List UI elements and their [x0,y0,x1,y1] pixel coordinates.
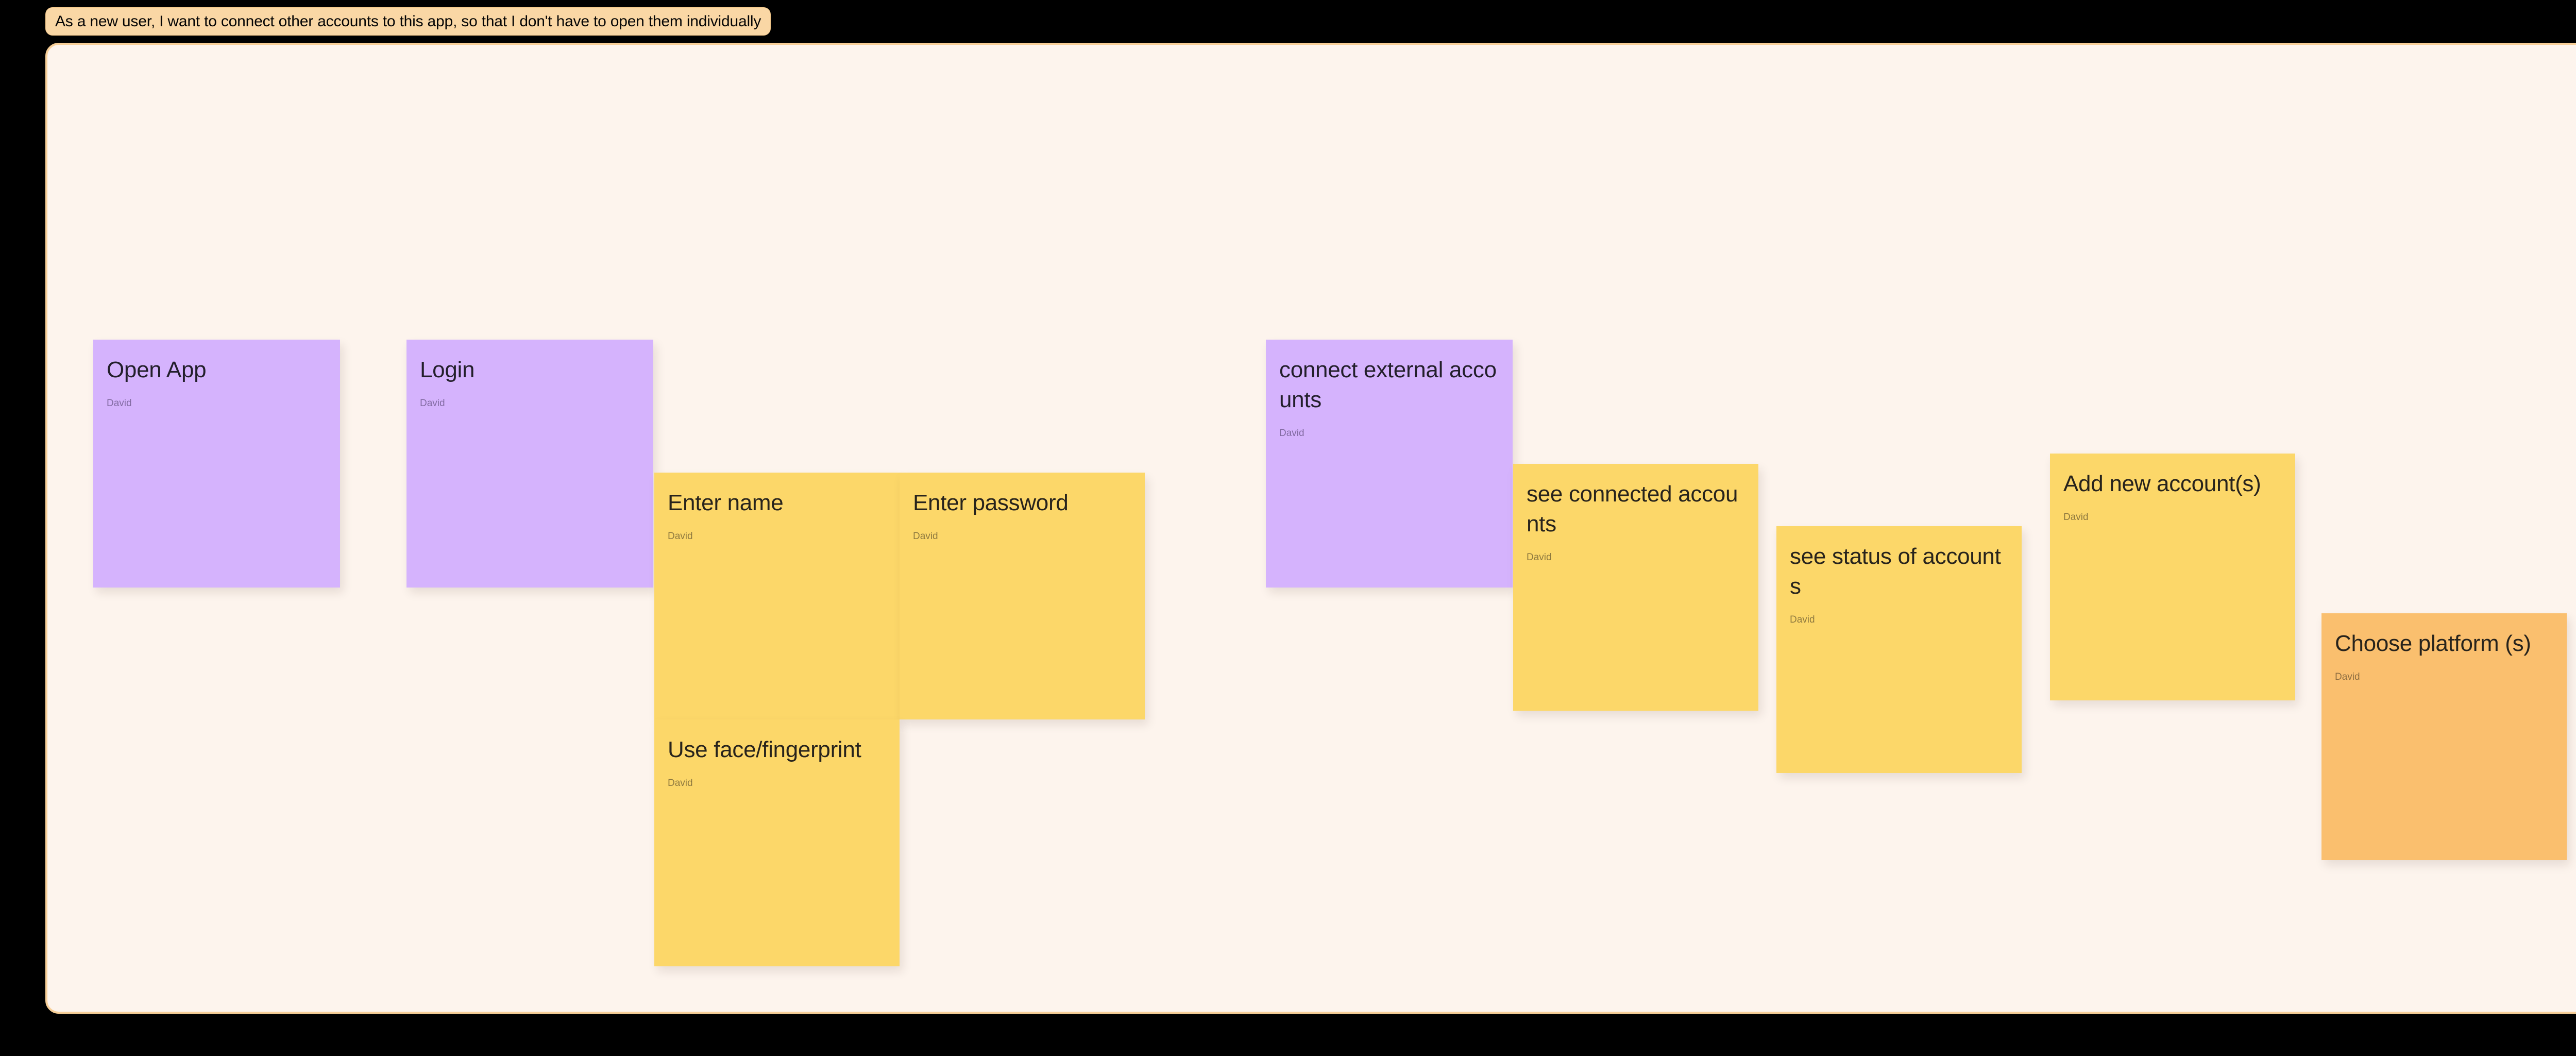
sticky-note-author: David [668,778,693,789]
sticky-note-author: David [913,531,938,542]
sticky-note-author: David [1790,614,1815,626]
sticky-note-text: Open App [107,357,207,382]
sticky-note-author: David [420,398,445,409]
sticky-note-text: see status of accounts [1790,544,2001,599]
sticky-note-text: Enter password [913,490,1069,515]
sticky-note[interactable]: Choose platform (s) David [2321,613,2567,860]
sticky-note-author: David [2335,672,2360,683]
sticky-note-text: Add new account(s) [2063,471,2261,496]
sticky-note[interactable]: Add new account(s) David [2050,454,2295,700]
sticky-note-text: see connected accounts [1527,481,1738,537]
sticky-note-author: David [1527,552,1552,563]
sticky-note-author: David [107,398,132,409]
sticky-note-author: David [2063,512,2089,523]
sticky-note-text: Login [420,357,475,382]
sticky-note-author: David [668,531,693,542]
story-tab-label: As a new user, I want to connect other a… [55,12,761,30]
sticky-note-author: David [1279,428,1304,439]
sticky-note-text: Choose platform (s) [2335,631,2531,656]
story-tab[interactable]: As a new user, I want to connect other a… [45,7,771,36]
sticky-note-text: Enter name [668,490,784,515]
sticky-note-text: connect external accounts [1279,357,1497,413]
sticky-note-text: Use face/fingerprint [668,737,861,762]
